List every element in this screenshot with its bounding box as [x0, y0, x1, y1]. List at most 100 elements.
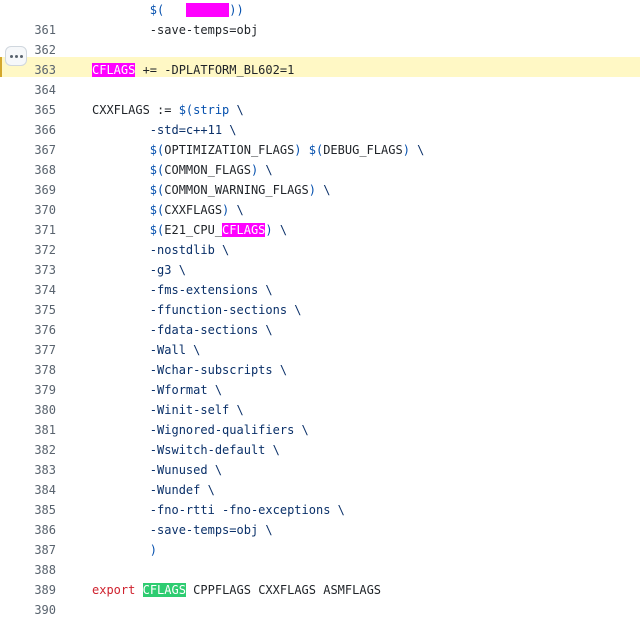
code-token: \ [330, 503, 345, 517]
code-token: \ [409, 143, 425, 157]
code-token: -Wunused [92, 463, 208, 477]
line-number[interactable]: 386 [34, 523, 56, 537]
code-text: $(OPTIMIZATION_FLAGS) $(DEBUG_FLAGS) \ [92, 140, 425, 160]
code-token: \ [315, 183, 331, 197]
search-match: CFLAGS [222, 223, 266, 237]
code-token: \ [294, 423, 309, 437]
code-text: -nostdlib \ [92, 240, 229, 260]
line-number[interactable]: 363 [34, 63, 56, 77]
code-line: 384 -Wundef \ [0, 477, 640, 497]
line-number[interactable]: 361 [34, 23, 56, 37]
code-line: 379 -Wformat \ [0, 377, 640, 397]
kebab-horizontal-icon [9, 54, 13, 58]
code-token: \ [272, 223, 288, 237]
code-token: -Wundef [92, 483, 201, 497]
code-token: \ [207, 383, 223, 397]
line-number[interactable]: 373 [34, 263, 56, 277]
code-token: -save-temps=obj [92, 23, 259, 37]
code-line: 390 [0, 597, 640, 617]
code-token: $( [149, 143, 165, 157]
line-number[interactable]: 365 [34, 103, 56, 117]
code-line: 386 -save-temps=obj \ [0, 517, 640, 537]
code-line: 364 [0, 77, 640, 97]
code-text: -fno-rtti -fno-exceptions \ [92, 500, 345, 520]
code-text: export CFLAGS CPPFLAGS CXXFLAGS ASMFLAGS [92, 580, 381, 600]
line-number[interactable]: 383 [34, 463, 56, 477]
code-token: -fno-rtti -fno-exceptions [92, 503, 331, 517]
code-line: 382 -Wswitch-default \ [0, 437, 640, 457]
line-number[interactable]: 367 [34, 143, 56, 157]
code-token [164, 3, 186, 17]
code-token: CXXFLAGS := [92, 103, 179, 117]
code-token [92, 203, 150, 217]
code-token: \ [207, 463, 223, 477]
line-number[interactable]: 375 [34, 303, 56, 317]
code-line: 369 $(COMMON_WARNING_FLAGS) \ [0, 177, 640, 197]
code-text: -ffunction-sections \ [92, 300, 302, 320]
line-number[interactable]: 387 [34, 543, 56, 557]
code-token: -nostdlib [92, 243, 215, 257]
code-token: COMMON_WARNING_FLAGS [164, 183, 309, 197]
code-line: 381 -Wignored-qualifiers \ [0, 417, 640, 437]
line-number[interactable]: 389 [34, 583, 56, 597]
search-match: CFLAGS [92, 63, 136, 77]
line-number[interactable]: 388 [34, 563, 56, 577]
line-number[interactable]: 377 [34, 343, 56, 357]
kebab-dot [14, 54, 18, 58]
code-token: \ [229, 203, 244, 217]
code-text: -Wunused \ [92, 460, 222, 480]
code-token: CPPFLAGS CXXFLAGS ASMFLAGS [185, 583, 382, 597]
code-token: -Wformat [92, 383, 208, 397]
line-number[interactable]: 366 [34, 123, 56, 137]
code-text: ) [92, 540, 157, 560]
code-token [92, 163, 150, 177]
code-line: 385 -fno-rtti -fno-exceptions \ [0, 497, 640, 517]
code-token: -Wswitch-default [92, 443, 266, 457]
code-token [92, 143, 150, 157]
code-text: CFLAGS += -DPLATFORM_BL602=1 [92, 60, 294, 80]
line-options-button[interactable] [5, 46, 27, 66]
line-number[interactable]: 382 [34, 443, 56, 457]
line-number[interactable]: 370 [34, 203, 56, 217]
code-token: += -DPLATFORM_BL602=1 [135, 63, 295, 77]
line-number[interactable]: 364 [34, 83, 56, 97]
line-number[interactable]: 362 [34, 43, 56, 57]
line-number[interactable]: 385 [34, 503, 56, 517]
line-number[interactable]: 372 [34, 243, 56, 257]
code-token: DEBUG_FLAGS [323, 143, 403, 157]
line-number[interactable]: 380 [34, 403, 56, 417]
code-token: OPTIMIZATION_FLAGS [164, 143, 295, 157]
code-token: \ [200, 483, 215, 497]
code-line: 362 [0, 37, 640, 57]
code-token: ) [92, 543, 158, 557]
code-line: 370 $(CXXFLAGS) \ [0, 197, 640, 217]
line-number[interactable]: 369 [34, 183, 56, 197]
code-line: 375 -ffunction-sections \ [0, 297, 640, 317]
line-number[interactable]: 378 [34, 363, 56, 377]
code-line: 380 -Winit-self \ [0, 397, 640, 417]
code-line: 368 $(COMMON_FLAGS) \ [0, 157, 640, 177]
code-token: \ [171, 263, 186, 277]
code-line: 388 [0, 557, 640, 577]
code-token: )) [229, 3, 244, 17]
code-token: \ [258, 163, 273, 177]
code-token: \ [272, 363, 288, 377]
line-number[interactable]: 379 [34, 383, 56, 397]
line-number[interactable]: 371 [34, 223, 56, 237]
line-number[interactable]: 374 [34, 283, 56, 297]
kebab-dot [19, 54, 23, 58]
code-text: -save-temps=obj [92, 20, 258, 40]
line-number[interactable]: 381 [34, 423, 56, 437]
line-number[interactable]: 376 [34, 323, 56, 337]
line-number[interactable]: 368 [34, 163, 56, 177]
line-number[interactable]: 390 [34, 603, 56, 617]
code-token: \ [258, 283, 273, 297]
code-line: $( )) [0, 0, 640, 17]
code-line: 373 -g3 \ [0, 257, 640, 277]
code-line: 387 ) [0, 537, 640, 557]
code-text: $(COMMON_FLAGS) \ [92, 160, 273, 180]
code-token [92, 223, 150, 237]
code-token [92, 183, 150, 197]
line-number[interactable]: 384 [34, 483, 56, 497]
code-token: -fms-extensions [92, 283, 259, 297]
